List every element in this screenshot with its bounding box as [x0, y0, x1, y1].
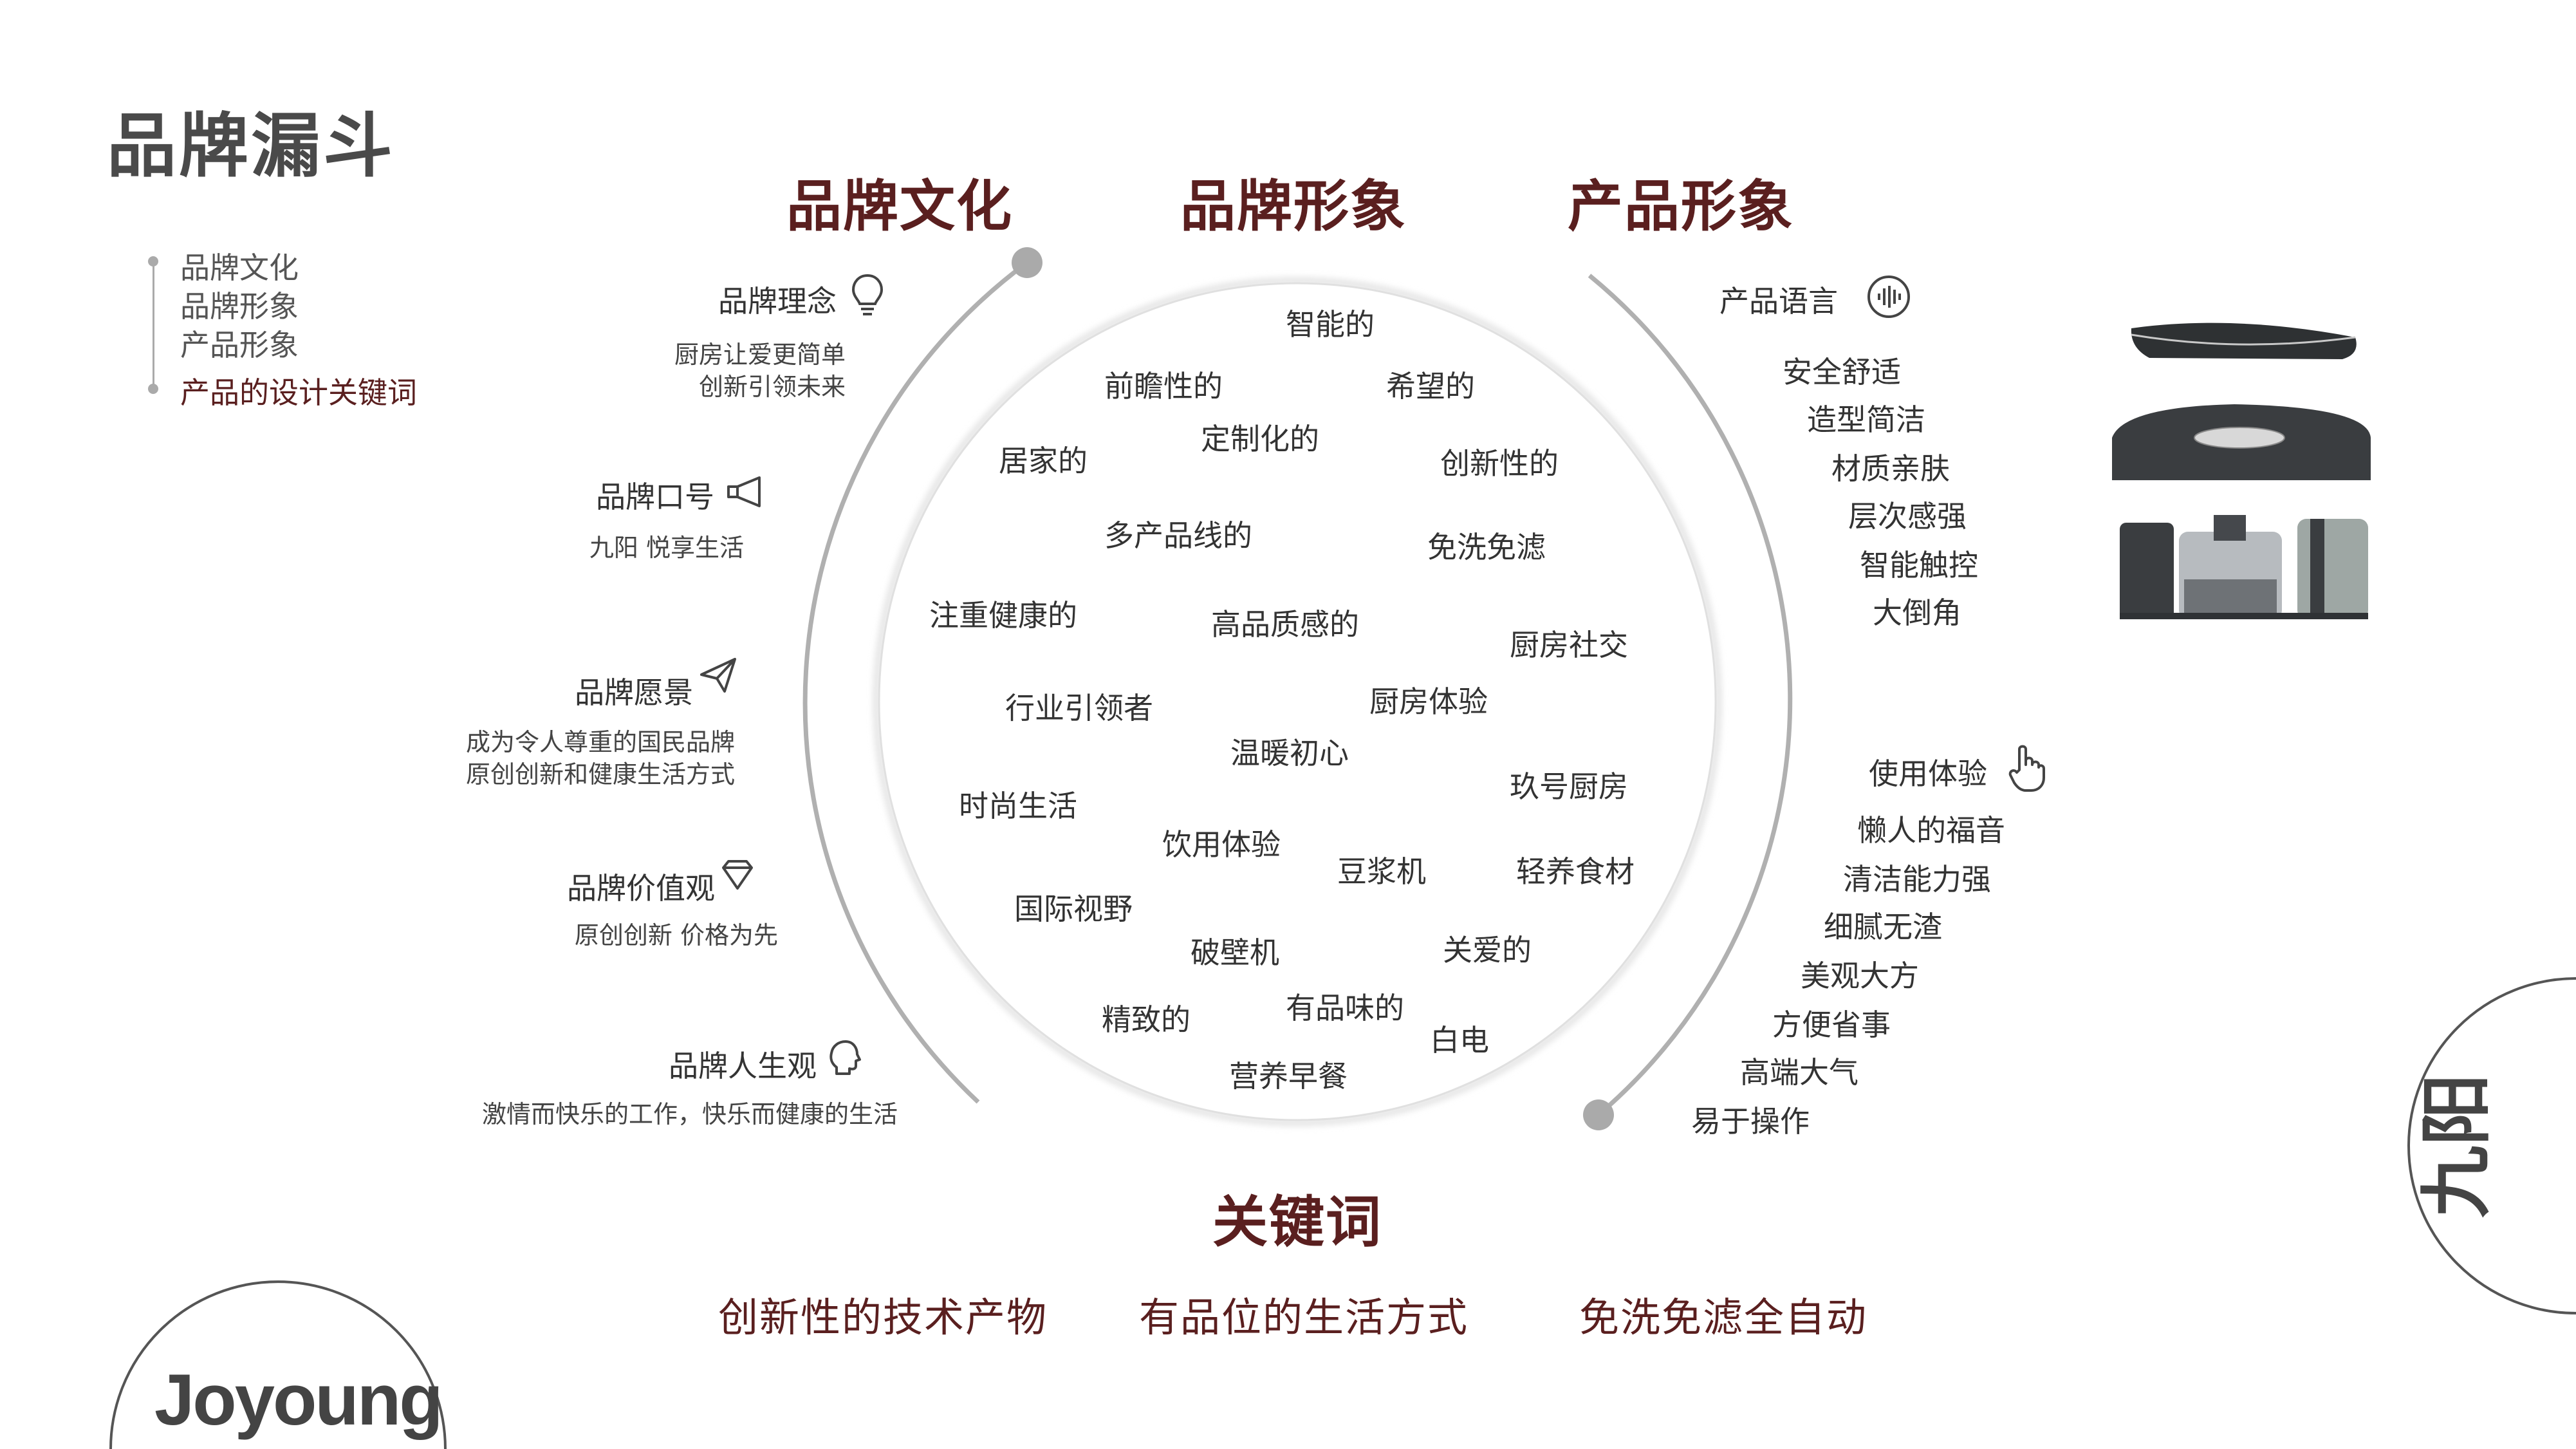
side-logo: 九阳 [2415, 1074, 2499, 1218]
voice-wave-icon [1867, 276, 1910, 318]
page-title: 品牌漏斗 [107, 106, 396, 187]
right-arc-dot [1583, 1099, 1614, 1130]
circle-word: 豆浆机 [1337, 854, 1426, 889]
life-line-1: 激情而快乐的工作，快乐而健康的生活 [481, 1100, 898, 1128]
section-product: 产品形象 [1568, 174, 1794, 239]
product-image-kettle-2 [2297, 519, 2368, 619]
language-item: 安全舒适 [1783, 355, 1901, 389]
product-images [2112, 323, 2371, 619]
experience-label: 使用体验 [1869, 756, 1987, 791]
circle-word: 厨房社交 [1510, 628, 1628, 662]
vision-label: 品牌愿景 [575, 675, 693, 710]
circle-word: 厨房体验 [1369, 684, 1488, 719]
bulb-icon [851, 274, 884, 315]
language-item: 造型简洁 [1807, 402, 1925, 437]
circle-word: 轻养食材 [1516, 854, 1635, 889]
nav-dot-top [148, 256, 158, 266]
head-icon [829, 1040, 861, 1075]
experience-item: 美观大方 [1801, 958, 1919, 993]
circle-word: 白电 [1430, 1023, 1489, 1058]
circle-word: 免洗免滤 [1427, 530, 1546, 565]
megaphone-icon [727, 476, 761, 507]
language-label: 产品语言 [1719, 284, 1838, 319]
circle-word: 注重健康的 [929, 598, 1077, 633]
keyword-item: 有品位的生活方式 [1139, 1294, 1469, 1341]
section-culture: 品牌文化 [786, 174, 1013, 239]
joyoung-logo: Joyoung [154, 1360, 443, 1440]
philosophy-label: 品牌理念 [718, 284, 837, 319]
experience-item: 清洁能力强 [1843, 862, 1991, 897]
keywords-title: 关键词 [1212, 1190, 1382, 1255]
experience-item: 方便省事 [1772, 1007, 1891, 1042]
left-arc [802, 261, 1029, 1104]
nav-line [153, 260, 154, 389]
product-image-kettle-1 [2120, 523, 2174, 619]
values-line-1: 原创创新 价格为先 [574, 921, 778, 949]
language-item: 大倒角 [1873, 595, 1961, 630]
philosophy-line-2: 创新引领未来 [698, 373, 846, 401]
inner-circle-shadow [873, 277, 1721, 1126]
values-label: 品牌价值观 [567, 871, 715, 906]
experience-item: 高端大气 [1740, 1055, 1858, 1090]
circle-word: 居家的 [999, 444, 1088, 478]
circle-word: 关爱的 [1443, 933, 1532, 968]
nav-item-culture[interactable]: 品牌文化 [180, 250, 299, 285]
circle-word: 前瞻性的 [1104, 369, 1223, 404]
nav-item-product[interactable]: 产品形象 [180, 328, 299, 362]
circle-word: 温暖初心 [1230, 736, 1349, 771]
circle-word: 精致的 [1102, 1002, 1191, 1037]
language-item: 智能触控 [1860, 548, 1978, 583]
nav-item-image[interactable]: 品牌形象 [180, 289, 299, 324]
language-item: 层次感强 [1848, 499, 1967, 534]
circle-word: 有品味的 [1286, 991, 1404, 1025]
hand-pointer-icon [2008, 745, 2045, 792]
logo-arc [109, 1280, 447, 1449]
keyword-item: 免洗免滤全自动 [1579, 1294, 1868, 1341]
slogan-line-1: 九阳 悦享生活 [589, 534, 744, 562]
product-image-flat [2131, 323, 2357, 359]
circle-word: 破壁机 [1191, 935, 1279, 970]
paper-plane-icon [700, 658, 736, 693]
diamond-icon [722, 860, 753, 890]
right-arc [1588, 274, 1793, 1117]
experience-item: 细腻无渣 [1824, 910, 1942, 944]
circle-word: 高品质感的 [1211, 607, 1359, 642]
circle-word: 希望的 [1386, 369, 1475, 404]
experience-item: 易于操作 [1691, 1104, 1810, 1139]
circle-word: 智能的 [1286, 307, 1375, 342]
experience-item: 懒人的福音 [1857, 813, 2005, 848]
vision-line-1: 成为令人尊重的国民品牌 [465, 728, 735, 756]
circle-word: 饮用体验 [1162, 827, 1281, 862]
circle-word: 国际视野 [1014, 892, 1133, 926]
philosophy-line-1: 厨房让爱更简单 [674, 341, 846, 369]
side-circle [2407, 977, 2576, 1314]
keyword-item: 创新性的技术产物 [718, 1294, 1048, 1341]
circle-word: 创新性的 [1440, 446, 1559, 481]
left-arc-dot [1012, 247, 1042, 278]
inner-circle [878, 282, 1717, 1121]
circle-word: 营养早餐 [1229, 1059, 1348, 1094]
circle-word: 行业引领者 [1005, 691, 1153, 725]
nav-dot-bottom [148, 384, 158, 394]
circle-word: 定制化的 [1201, 422, 1319, 456]
section-image: 品牌形象 [1180, 174, 1407, 239]
slogan-label: 品牌口号 [596, 480, 714, 514]
vision-line-2: 原创创新和健康生活方式 [465, 760, 735, 789]
life-label: 品牌人生观 [669, 1049, 817, 1083]
circle-word: 玖号厨房 [1510, 769, 1628, 804]
circle-word: 时尚生活 [959, 789, 1077, 823]
language-item: 材质亲肤 [1831, 451, 1950, 486]
nav-item-keywords[interactable]: 产品的设计关键词 [180, 375, 417, 410]
circle-word: 多产品线的 [1104, 518, 1252, 553]
